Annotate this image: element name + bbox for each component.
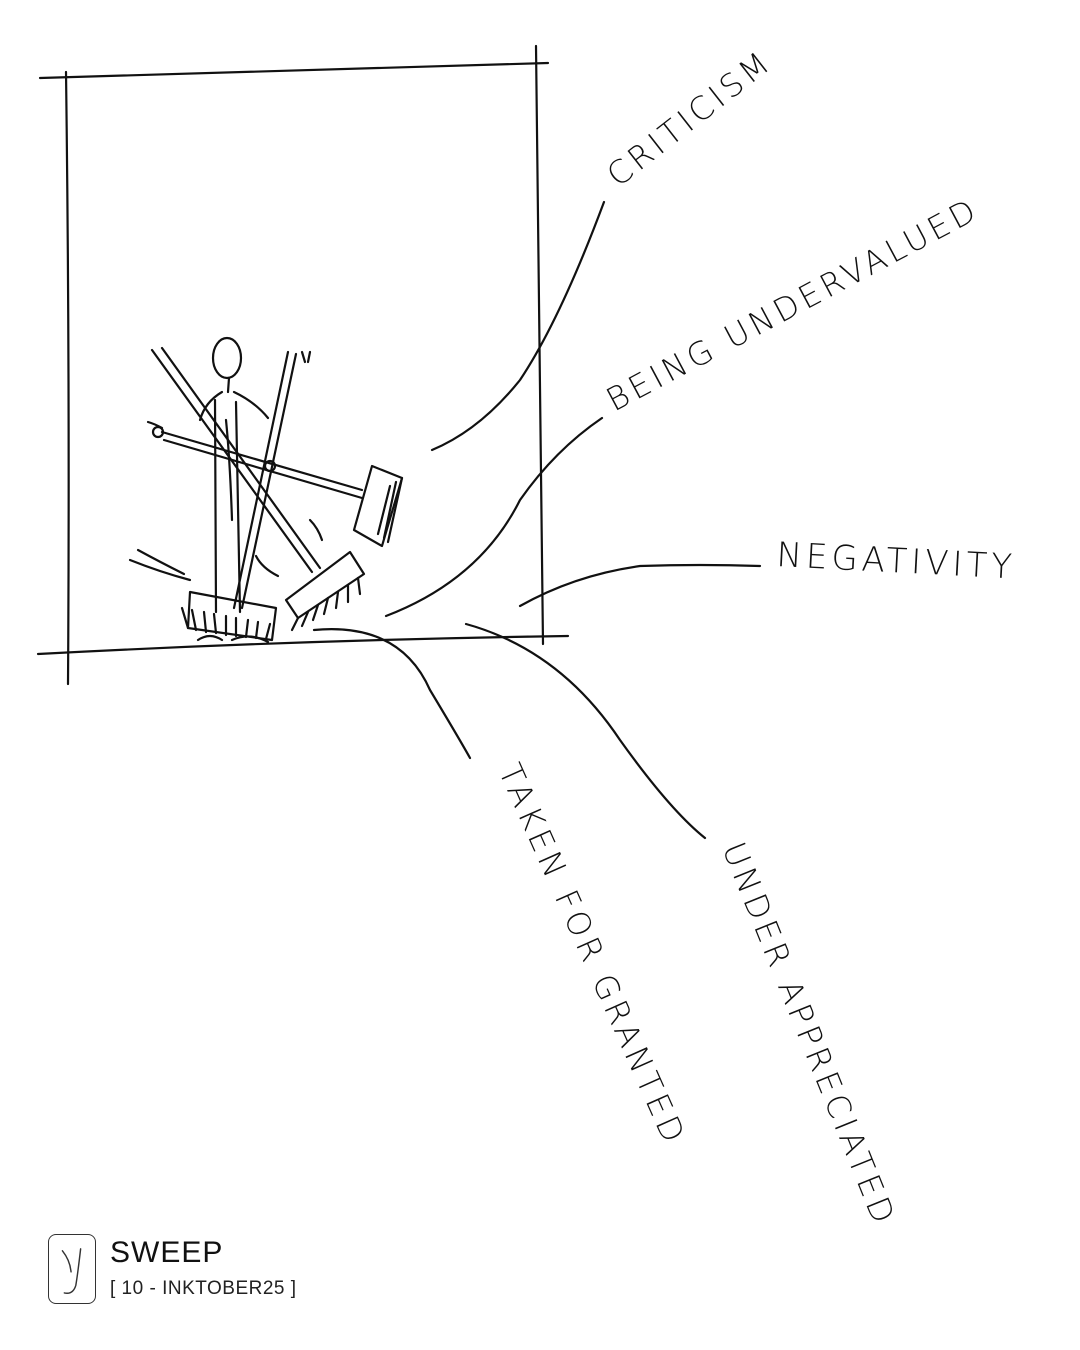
broom-horizontal [146, 420, 404, 548]
artwork-subtitle: [ 10 - INKTOBER25 ] [110, 1278, 297, 1299]
brand-logo [48, 1234, 96, 1304]
label-being-undervalued: BEING UNDERVALUED [600, 190, 986, 419]
label-criticism: CRITICISM [600, 42, 780, 194]
artwork-title: SWEEP [110, 1236, 224, 1269]
motion-lines [128, 518, 324, 582]
label-taken-for-granted: TAKEN FOR GRANTED [491, 758, 694, 1152]
y-monogram-icon [61, 1248, 82, 1294]
label-under-appreciated: UNDER APPRECIATED [715, 837, 904, 1232]
footer: SWEEP [ 10 - INKTOBER25 ] [48, 1234, 297, 1304]
broom-upright [180, 350, 312, 642]
pointer-lines [312, 200, 762, 840]
footer-text: SWEEP [ 10 - INKTOBER25 ] [110, 1234, 297, 1300]
label-negativity: NEGATIVITY [776, 535, 1017, 587]
